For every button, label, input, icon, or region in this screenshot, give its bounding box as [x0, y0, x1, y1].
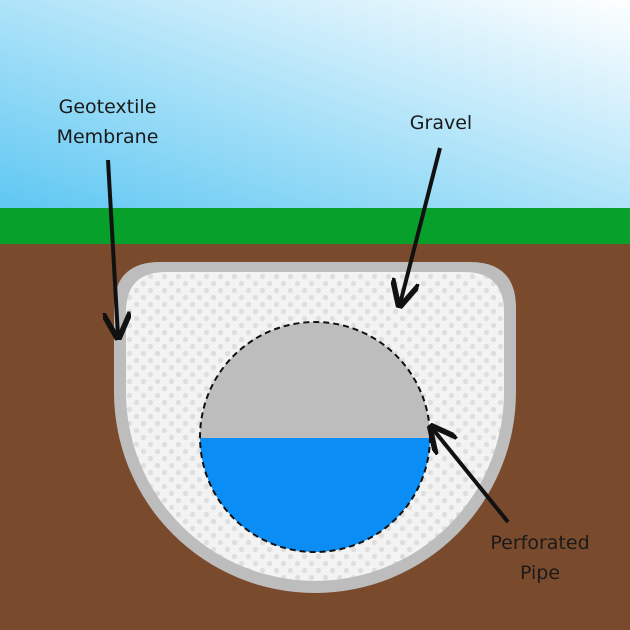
pipe-label-line2: Pipe [519, 562, 561, 584]
gravel-label-text: Gravel [409, 112, 473, 134]
gravel-label: Gravel [396, 108, 486, 138]
gravel-arrow [400, 147, 442, 304]
grass-strip [0, 208, 630, 244]
geotextile-label: Geotextile Membrane [40, 92, 175, 152]
geotextile-arrow [108, 159, 118, 336]
geotextile-label-line2: Membrane [56, 126, 159, 148]
sky [0, 0, 630, 210]
pipe-label-line1: Perforated [490, 532, 590, 554]
geotextile-label-line1: Geotextile [58, 96, 157, 118]
pipe-arrow [432, 428, 510, 524]
pipe-label: Perforated Pipe [470, 528, 610, 588]
